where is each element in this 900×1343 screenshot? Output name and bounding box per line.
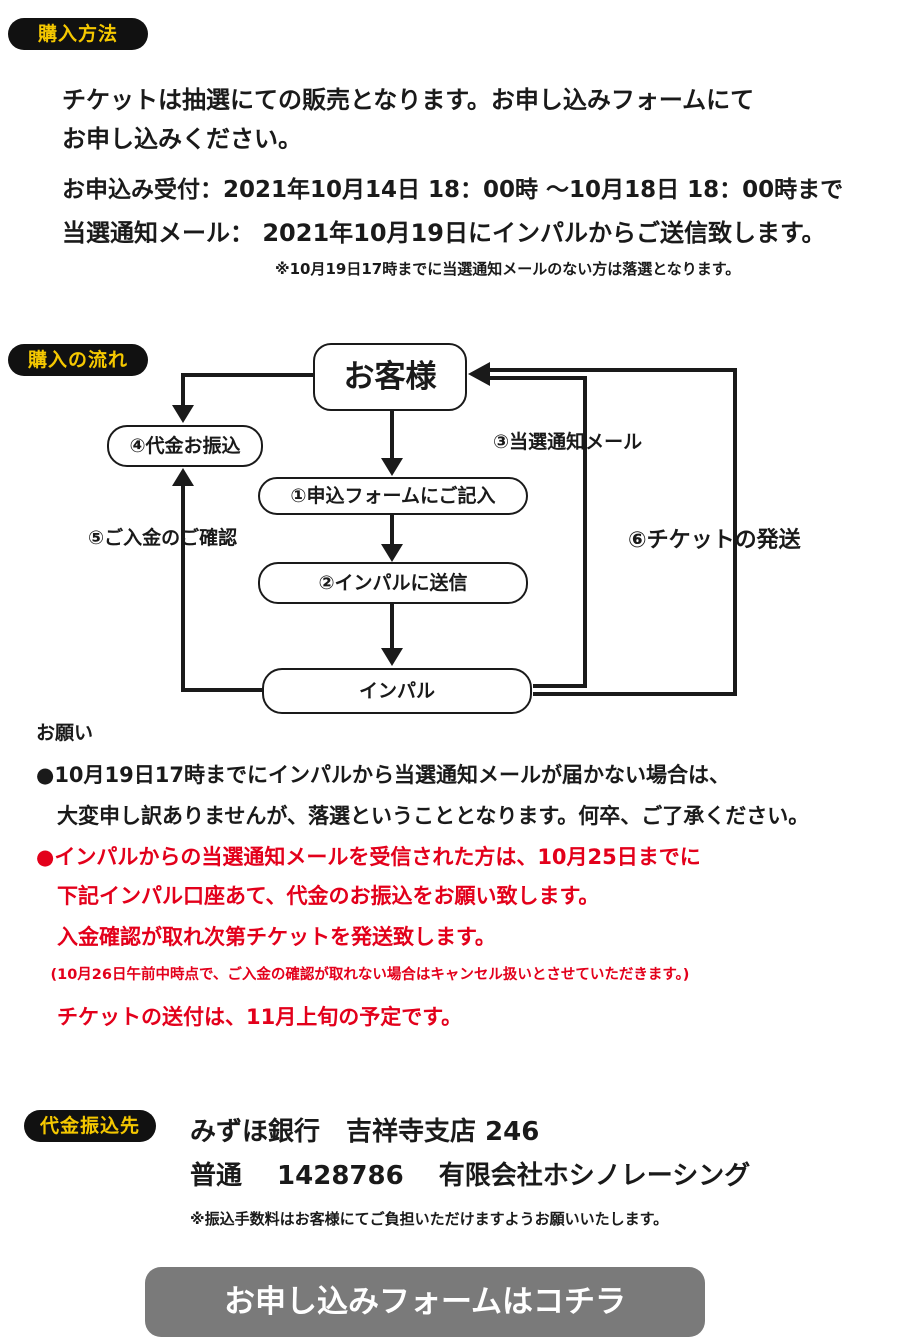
purchase-note: ※10月19日17時までに当選通知メールのない方は落選となります。 — [275, 260, 741, 278]
request-red-small: (10月26日午前中時点で、ご入金の確認が取れない場合はキャンセル扱いとさせてい… — [36, 967, 690, 983]
request-line-1: ●10月19日17時までにインパルから当選通知メールが届かない場合は、 — [36, 763, 730, 787]
flow-arrow-win-mail — [485, 376, 587, 688]
purchase-line-1: チケットは抽選にての販売となります。お申し込みフォームにて — [62, 86, 755, 114]
flow-arrow-ticket-ship — [485, 368, 737, 696]
flow-label-ticket-ship: ⑥チケットの発送 — [628, 528, 801, 553]
purchase-method-badge: 購入方法 — [8, 18, 148, 50]
purchase-line-4: 当選通知メール： 2021年10月19日にインパルからご送信致します。 — [62, 219, 826, 247]
flow-node-step1: ①申込フォームにご記入 — [258, 477, 528, 515]
bank-note: ※振込手数料はお客様にてご負担いただけますようお願いいたします。 — [190, 1210, 669, 1228]
flow-node-customer: お客様 — [313, 343, 467, 411]
flow-label-confirm: ⑤ご入金のご確認 — [88, 527, 238, 549]
flow-arrow-impal-to-payment — [181, 482, 263, 692]
flow-label-win-mail: ③当選通知メール — [493, 431, 643, 453]
flow-node-payment: ④代金お振込 — [107, 425, 263, 467]
flow-node-impal: インパル — [262, 668, 532, 714]
request-red-last: チケットの送付は、11月上旬の予定です。 — [36, 1005, 463, 1029]
flow-diagram-lines — [172, 362, 737, 696]
bank-line-2: 普通 1428786 有限会社ホシノレーシング — [190, 1161, 751, 1191]
bank-line-1: みずほ銀行 吉祥寺支店 246 — [190, 1117, 540, 1147]
flow-arrow-customer-to-payment — [181, 373, 318, 410]
request-red-line-2: 下記インパル口座あて、代金のお振込をお願い致します。 — [36, 884, 600, 908]
flow-node-step2: ②インパルに送信 — [258, 562, 528, 604]
request-heading: お願い — [36, 722, 94, 744]
application-form-button[interactable]: お申し込みフォームはコチラ — [145, 1267, 705, 1337]
purchase-line-3: お申込み受付：2021年10月14日 18：00時 ～10月18日 18：00時… — [62, 177, 844, 203]
purchase-line-2: お申し込みください。 — [62, 125, 302, 153]
request-red-line-1: ●インパルからの当選通知メールを受信された方は、10月25日までに — [36, 845, 701, 869]
bank-badge: 代金振込先 — [24, 1110, 156, 1142]
request-line-2: 大変申し訳ありませんが、落選ということとなります。何卒、ご了承ください。 — [36, 804, 810, 828]
request-red-line-3: 入金確認が取れ次第チケットを発送致します。 — [36, 925, 496, 949]
purchase-flow-badge: 購入の流れ — [8, 344, 148, 376]
